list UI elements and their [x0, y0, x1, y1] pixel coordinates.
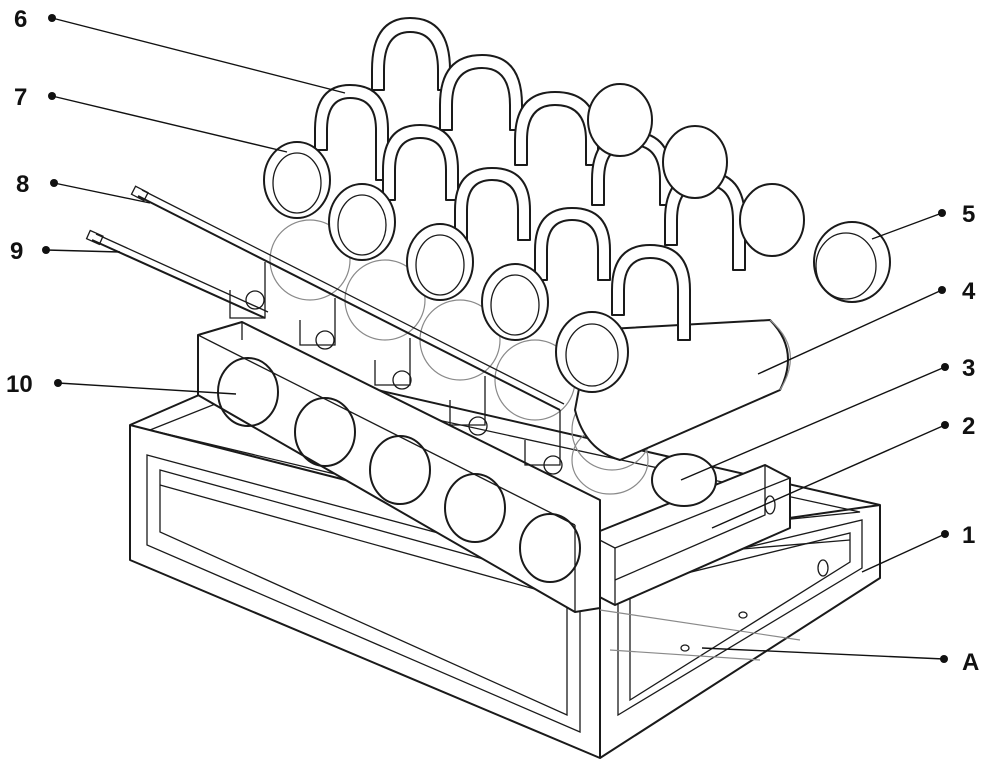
- label-10: 10: [6, 371, 33, 398]
- label-A: A: [962, 649, 979, 676]
- label-7: 7: [14, 84, 27, 111]
- callout-9: 9: [10, 238, 121, 265]
- callout-8: 8: [16, 171, 151, 204]
- callout-10: 10: [6, 371, 237, 398]
- end-disc: [651, 453, 717, 507]
- label-9: 9: [10, 238, 23, 265]
- callout-3: 3: [680, 355, 975, 481]
- manifold-rods: [85, 185, 565, 475]
- callout-1: 1: [861, 522, 975, 573]
- label-4: 4: [962, 278, 976, 305]
- label-5: 5: [962, 201, 975, 228]
- ring-collars: [263, 83, 805, 393]
- cylinder-holder-plate: [197, 321, 601, 613]
- end-cap: [813, 221, 891, 303]
- callout-4: 4: [757, 278, 976, 375]
- label-2: 2: [962, 413, 975, 440]
- callout-7: 7: [14, 84, 288, 153]
- side-bracket: [589, 464, 791, 606]
- valve-connectors: [229, 262, 563, 475]
- callout-5: 5: [871, 201, 975, 240]
- callout-2: 2: [711, 413, 975, 529]
- label-3: 3: [962, 355, 975, 382]
- callout-6: 6: [14, 6, 346, 94]
- u-clamps: [314, 17, 746, 341]
- label-6: 6: [14, 6, 27, 33]
- label-8: 8: [16, 171, 29, 198]
- label-1: 1: [962, 522, 975, 549]
- callout-A: A: [701, 647, 979, 676]
